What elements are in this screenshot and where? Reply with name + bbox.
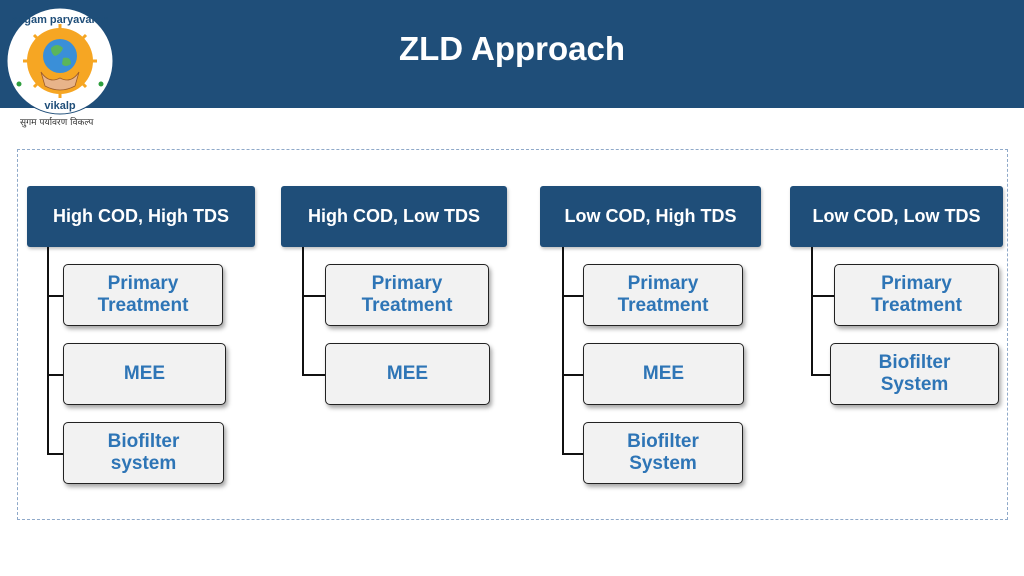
connector-line bbox=[562, 453, 584, 455]
diagram-frame bbox=[17, 149, 1008, 520]
connector-line bbox=[302, 295, 326, 297]
connector-line bbox=[47, 295, 64, 297]
logo-text-top: sugam paryavaran bbox=[11, 14, 108, 26]
step-mee: MEE bbox=[325, 343, 490, 405]
step-mee: MEE bbox=[583, 343, 744, 405]
connector-line bbox=[302, 374, 326, 376]
category-high-cod-low-tds: High COD, Low TDS bbox=[281, 186, 507, 247]
category-high-cod-high-tds: High COD, High TDS bbox=[27, 186, 255, 247]
connector-line bbox=[302, 247, 304, 375]
category-low-cod-low-tds: Low COD, Low TDS bbox=[790, 186, 1003, 247]
connector-line bbox=[811, 374, 831, 376]
category-low-cod-high-tds: Low COD, High TDS bbox=[540, 186, 761, 247]
connector-line bbox=[811, 247, 813, 375]
logo-text-bottom: vikalp bbox=[44, 100, 75, 112]
connector-line bbox=[562, 374, 584, 376]
connector-line bbox=[47, 247, 49, 454]
page-title: ZLD Approach bbox=[398, 30, 626, 67]
connector-line bbox=[811, 295, 835, 297]
logo-tagline: सुगम पर्यावरण विकल्प bbox=[20, 118, 94, 128]
connector-line bbox=[562, 247, 564, 454]
connector-line bbox=[47, 453, 64, 455]
connector-line bbox=[47, 374, 64, 376]
logo: sugam paryavaran vikalp bbox=[6, 7, 114, 115]
header-bar bbox=[0, 0, 1024, 108]
step-mee: MEE bbox=[63, 343, 226, 405]
connector-line bbox=[562, 295, 584, 297]
